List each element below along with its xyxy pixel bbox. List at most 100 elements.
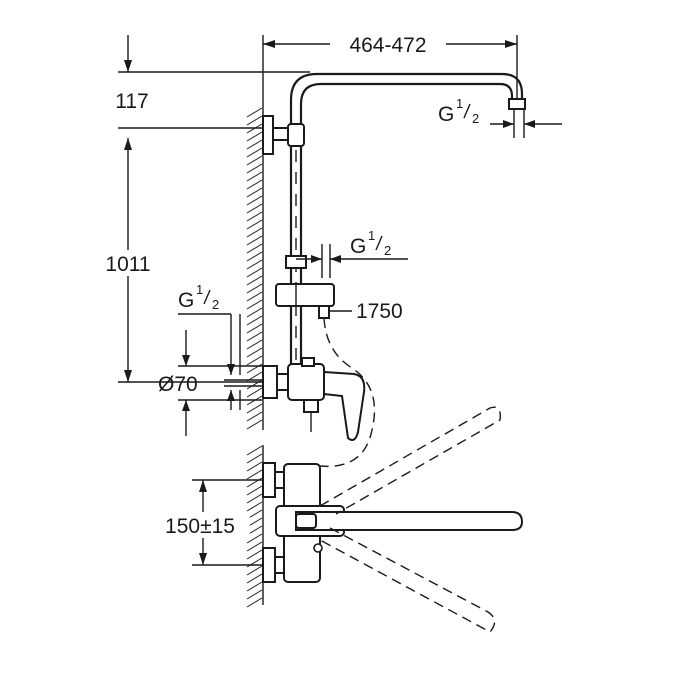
hatch-line bbox=[246, 493, 263, 504]
thread-head-num: 1 bbox=[456, 96, 463, 111]
hatch-line bbox=[246, 403, 263, 414]
hatch-line bbox=[246, 251, 263, 262]
thread-head-den: 2 bbox=[472, 111, 479, 126]
hatch-line bbox=[246, 533, 263, 544]
mixer-outlet bbox=[303, 399, 319, 413]
upper-wall-rose bbox=[262, 462, 276, 498]
bracket-clamp bbox=[287, 123, 305, 147]
spout-center-dim: 150±15 bbox=[150, 479, 262, 566]
hatch-line bbox=[246, 597, 263, 608]
shower-arm bbox=[289, 72, 526, 128]
hatch-line bbox=[246, 267, 263, 278]
hatch-line bbox=[246, 589, 263, 600]
hatch-line bbox=[246, 155, 263, 166]
hatch-line bbox=[246, 541, 263, 552]
diverter-knob bbox=[313, 543, 323, 553]
thread-slider-g: G bbox=[350, 235, 366, 258]
arrow-head bbox=[263, 40, 275, 48]
mixer-body bbox=[287, 363, 325, 401]
hatch-line bbox=[246, 243, 263, 254]
hatch-line bbox=[246, 115, 263, 126]
hatch-line bbox=[246, 411, 263, 422]
dim-rail-height-label: 1011 bbox=[105, 253, 150, 276]
hatch-line bbox=[246, 171, 263, 182]
thread-slider-den: 2 bbox=[384, 243, 391, 258]
hatch-line bbox=[246, 419, 263, 430]
hatch-line bbox=[246, 307, 263, 318]
dim-top-width-label: 464-472 bbox=[349, 34, 426, 57]
outlet-diameter-dim: Ø70 bbox=[158, 330, 262, 436]
hatch-line bbox=[246, 445, 263, 456]
dim-spout-center-label: 150±15 bbox=[165, 515, 235, 538]
upper-wall-bracket bbox=[262, 115, 305, 155]
hatch-line bbox=[246, 469, 263, 480]
wall-hatching-upper bbox=[246, 107, 263, 430]
hatch-line bbox=[246, 347, 263, 358]
hatch-line bbox=[246, 275, 263, 286]
thread-head: G 1 2 bbox=[438, 96, 562, 138]
hatch-line bbox=[246, 211, 263, 222]
hatch-line bbox=[246, 453, 263, 464]
bath-mixer bbox=[262, 406, 524, 633]
hatch-line bbox=[246, 565, 263, 576]
dimension-head-offset: 117 bbox=[115, 35, 310, 129]
arrow-head bbox=[124, 138, 132, 150]
arrow-head bbox=[124, 60, 132, 72]
hatch-line bbox=[246, 501, 263, 512]
thread-slider-num: 1 bbox=[368, 228, 375, 243]
hatch-line bbox=[246, 387, 263, 398]
hatch-line bbox=[246, 107, 263, 118]
thread-inlet-num: 1 bbox=[196, 282, 203, 297]
dim-head-offset-label: 117 bbox=[115, 90, 148, 113]
hatch-line bbox=[246, 299, 263, 310]
arrow-head bbox=[505, 40, 517, 48]
mixer-lever bbox=[323, 370, 366, 441]
hatch-line bbox=[246, 339, 263, 350]
thread-head-g: G bbox=[438, 103, 454, 126]
hatch-line bbox=[246, 323, 263, 334]
lower-wall-rose bbox=[262, 547, 276, 583]
hatch-line bbox=[246, 203, 263, 214]
hatch-line bbox=[246, 283, 263, 294]
hatch-line bbox=[246, 549, 263, 560]
hose bbox=[319, 317, 376, 468]
hatch-line bbox=[246, 331, 263, 342]
thread-inlet-g: G bbox=[178, 289, 194, 312]
lever-down-position bbox=[319, 527, 496, 633]
hatch-line bbox=[246, 131, 263, 142]
thread-inlet-den: 2 bbox=[212, 297, 219, 312]
hatch-line bbox=[246, 581, 263, 592]
hatch-line bbox=[246, 163, 263, 174]
dimension-rail-height: 1011 bbox=[100, 138, 262, 383]
mixer-wall-rose bbox=[262, 365, 278, 399]
spout bbox=[295, 511, 524, 531]
upper-mixer bbox=[262, 357, 366, 441]
hatch-line bbox=[246, 179, 263, 190]
hatch-line bbox=[246, 355, 263, 366]
hatch-line bbox=[246, 573, 263, 584]
hatch-line bbox=[246, 291, 263, 302]
hatch-line bbox=[246, 139, 263, 150]
hatch-line bbox=[246, 227, 263, 238]
slider-holder bbox=[275, 255, 335, 319]
dimension-top-width: 464-472 bbox=[262, 32, 518, 110]
arrow-head bbox=[124, 370, 132, 382]
hatch-line bbox=[246, 461, 263, 472]
hatch-line bbox=[246, 147, 263, 158]
hatch-line bbox=[246, 195, 263, 206]
hatch-line bbox=[246, 187, 263, 198]
slider-body bbox=[275, 283, 335, 307]
thread-inlet: G 1 2 bbox=[178, 282, 262, 410]
dim-outlet-diameter-label: Ø70 bbox=[158, 373, 198, 396]
hatch-line bbox=[246, 235, 263, 246]
hatch-line bbox=[246, 315, 263, 326]
thread-slider: G 1 2 bbox=[296, 228, 408, 278]
hatch-line bbox=[246, 219, 263, 230]
hatch-line bbox=[246, 259, 263, 270]
dim-hose-length-label: 1750 bbox=[356, 300, 403, 323]
bracket-plate bbox=[262, 115, 274, 155]
lever-up-position bbox=[319, 406, 501, 515]
hose-length-callout: 1750 bbox=[329, 300, 403, 323]
